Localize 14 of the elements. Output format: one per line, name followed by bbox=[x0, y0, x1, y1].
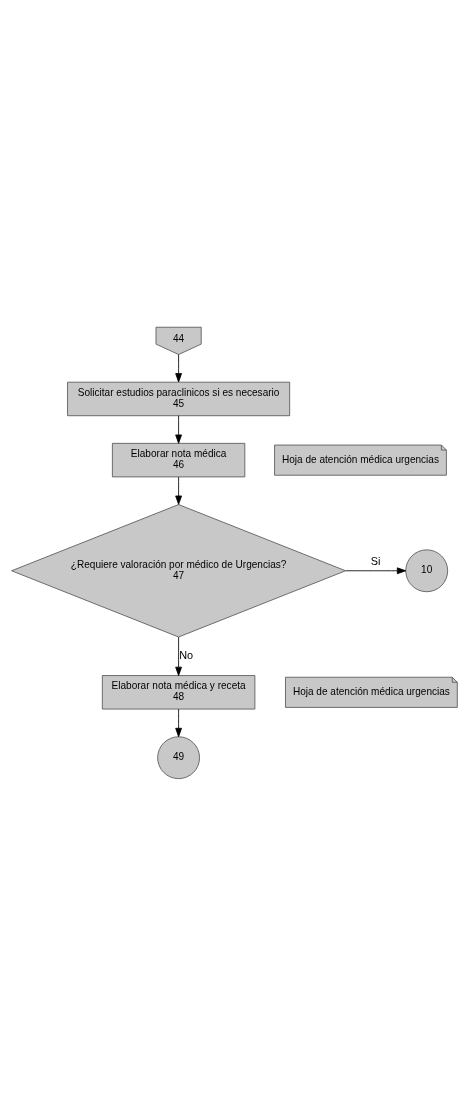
node-diamond: ¿Requiere valoración por médico de Urgencias? 47 bbox=[11, 504, 347, 638]
arrow bbox=[175, 636, 182, 676]
arrow bbox=[175, 415, 182, 444]
node-box: Solicitar estudios paraclinicos si es necesario 45 bbox=[67, 381, 291, 417]
arrow bbox=[345, 567, 407, 575]
node-circle: 49 bbox=[157, 736, 200, 780]
edge-label: Si bbox=[370, 555, 381, 568]
arrow bbox=[175, 708, 182, 738]
node-box: Elaborar nota médica y receta 48 bbox=[101, 675, 256, 710]
edge-label: No bbox=[179, 649, 194, 662]
arrow bbox=[175, 476, 182, 505]
node-box: Elaborar nota médica 46 bbox=[111, 442, 246, 478]
arrow bbox=[175, 354, 182, 383]
node-circle: 10 bbox=[405, 549, 449, 593]
